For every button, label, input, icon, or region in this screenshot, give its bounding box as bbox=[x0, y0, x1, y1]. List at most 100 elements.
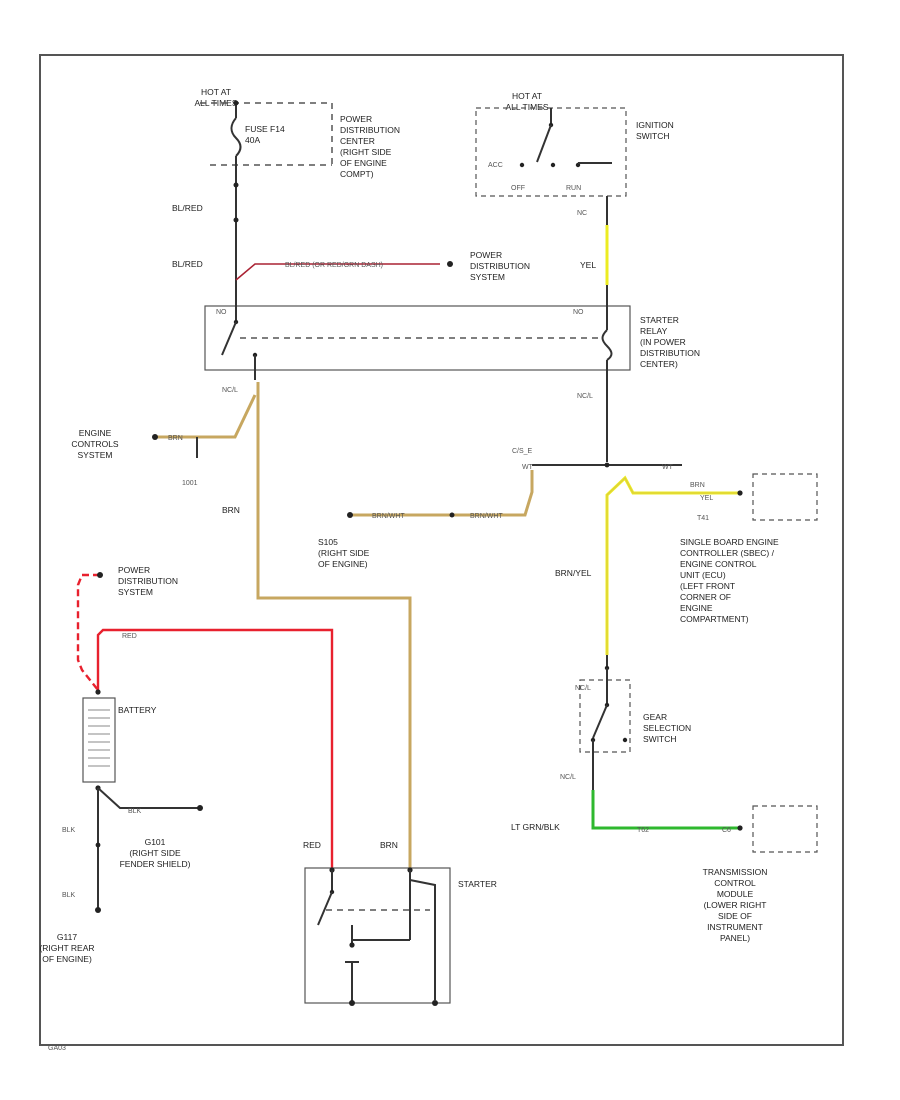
diagram-frame bbox=[39, 54, 844, 1046]
gear-selection-line: SELECTION bbox=[643, 723, 691, 733]
blk-label-3: BLK bbox=[62, 892, 76, 899]
sbec-line: COMPARTMENT) bbox=[680, 614, 749, 624]
blk-label-1: BLK bbox=[128, 808, 142, 815]
acc-label: ACC bbox=[488, 162, 503, 169]
bl-red-label-2: BL/RED bbox=[172, 259, 203, 269]
tcm-line: INSTRUMENT bbox=[707, 922, 763, 932]
pds-1-line: POWER bbox=[470, 250, 502, 260]
battery-label: BATTERY bbox=[118, 705, 157, 715]
tcm-connector bbox=[752, 805, 818, 853]
wt-right-label: WT bbox=[662, 464, 674, 471]
off-label: OFF bbox=[511, 185, 525, 192]
brn-label-1: BRN bbox=[168, 435, 183, 442]
footer-code: GA03 bbox=[48, 1045, 66, 1052]
yel-label: YEL bbox=[580, 260, 596, 270]
gear-selection-line: SWITCH bbox=[643, 734, 677, 744]
splice-label: C/S_E bbox=[512, 448, 533, 455]
starter-relay-line: RELAY bbox=[640, 326, 668, 336]
fuse-line: 40A bbox=[245, 135, 260, 145]
brn-wht-right-label: BRN/WHT bbox=[470, 513, 503, 520]
brn-label-3: BRN bbox=[690, 482, 705, 489]
no-label-left: NO bbox=[216, 309, 227, 316]
tcm-line: PANEL) bbox=[720, 933, 750, 943]
tcm-line: CONTROL bbox=[714, 878, 756, 888]
hot-at-all-times-2-line: HOT AT bbox=[512, 91, 542, 101]
brn-wht-left-label: BRN/WHT bbox=[372, 513, 405, 520]
nc-gear-label: NC/L bbox=[575, 685, 591, 692]
pdc-right-side-line: CENTER bbox=[340, 136, 375, 146]
ignition-to-relay-wire: NC YEL bbox=[577, 196, 609, 305]
engine-controls-line: SYSTEM bbox=[78, 450, 113, 460]
battery-body bbox=[82, 697, 116, 783]
s105-line: OF ENGINE) bbox=[318, 559, 368, 569]
wt-left-label: WT bbox=[522, 464, 534, 471]
red-label-1: RED bbox=[122, 633, 137, 640]
fuse-line: FUSE F14 bbox=[245, 124, 285, 134]
g117-line: (RIGHT REAR bbox=[39, 943, 94, 953]
bl-red-or-red-dash-label: BL/RED (OR RED/GRN DASH) bbox=[285, 262, 383, 269]
brn-label-4: BRN bbox=[380, 840, 398, 850]
red-label-2: RED bbox=[303, 840, 321, 850]
pds-2-line: DISTRIBUTION bbox=[118, 576, 178, 586]
nc-no-label-2: NC/L bbox=[577, 393, 593, 400]
gear-selection-line: GEAR bbox=[643, 712, 667, 722]
c62-label: T62 bbox=[637, 827, 649, 834]
hot-at-all-times-1-line: HOT AT bbox=[201, 87, 231, 97]
pdc-right-side-line: COMPT) bbox=[340, 169, 374, 179]
pdc-right-side-line: POWER bbox=[340, 114, 372, 124]
starter: RED STARTER bbox=[303, 840, 497, 1006]
pdc-right-side-line: DISTRIBUTION bbox=[340, 125, 400, 135]
blk-label-2: BLK bbox=[62, 827, 76, 834]
pds-1-line: SYSTEM bbox=[470, 272, 505, 282]
pdc-right-side-line: (RIGHT SIDE bbox=[340, 147, 392, 157]
sbec-line: SINGLE BOARD ENGINE bbox=[680, 537, 779, 547]
pds-2-line: SYSTEM bbox=[118, 587, 153, 597]
ignition-switch-line: IGNITION bbox=[636, 120, 674, 130]
sbec-connector bbox=[752, 473, 818, 521]
pds-2-line: POWER bbox=[118, 565, 150, 575]
starter-label: STARTER bbox=[458, 879, 497, 889]
c6-label: C6 bbox=[722, 827, 731, 834]
s105-line: S105 bbox=[318, 537, 338, 547]
lt-grn-blk-label: LT GRN/BLK bbox=[511, 822, 560, 832]
sbec-line: (LEFT FRONT bbox=[680, 581, 735, 591]
g101-line: (RIGHT SIDE bbox=[129, 848, 181, 858]
starter-relay-line: DISTRIBUTION bbox=[640, 348, 700, 358]
no-label-right: NO bbox=[573, 309, 584, 316]
tcm-line: TRANSMISSION bbox=[703, 867, 768, 877]
bl-red-label-1: BL/RED bbox=[172, 203, 203, 213]
c301-label: 1001 bbox=[182, 480, 198, 487]
run-label: RUN bbox=[566, 185, 581, 192]
sbec-line: CORNER OF bbox=[680, 592, 731, 602]
g101-line: G101 bbox=[145, 837, 166, 847]
engine-controls-line: ENGINE bbox=[79, 428, 112, 438]
brn-yel-label: BRN/YEL bbox=[555, 568, 592, 578]
c41-label: T41 bbox=[697, 515, 709, 522]
ignition-switch-line: SWITCH bbox=[636, 131, 670, 141]
engine-controls-line: CONTROLS bbox=[71, 439, 119, 449]
nc-no-label-1: NC/L bbox=[222, 387, 238, 394]
nc-gear2-label: NC/L bbox=[560, 774, 576, 781]
nc-label: NC bbox=[577, 210, 587, 217]
sbec-line: UNIT (ECU) bbox=[680, 570, 726, 580]
starter-relay-line: STARTER bbox=[640, 315, 679, 325]
relay-to-starter-wire: BRN BRN bbox=[222, 382, 412, 870]
